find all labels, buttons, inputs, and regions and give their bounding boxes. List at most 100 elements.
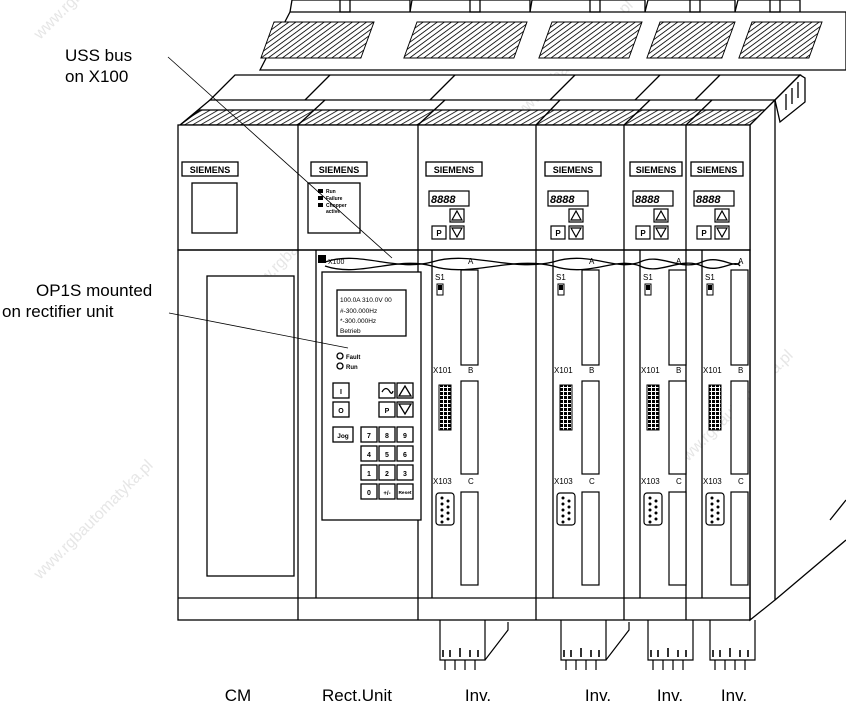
inverter-key-up — [714, 208, 730, 223]
op1s-keypad: I O P Jog 7 8 9 4 5 6 1 — [332, 382, 414, 500]
inverter-x101-connector — [559, 384, 573, 431]
brand-label-inv2: SIEMENS — [544, 161, 602, 177]
key-1[interactable] — [360, 464, 378, 481]
key-3-label: 3 — [403, 471, 407, 478]
sub-d-pin — [716, 517, 720, 521]
inverter-key-p — [696, 225, 712, 240]
module-label-inv-4: Inv. — [721, 686, 747, 705]
key-4-label: 4 — [367, 452, 371, 459]
sub-d-pin — [648, 496, 652, 500]
top-connector-row — [258, 0, 846, 71]
inverter-terminal-c-label: C — [676, 477, 682, 486]
sub-d-pin — [648, 502, 652, 506]
run-led — [336, 362, 344, 370]
sub-d-pin — [440, 520, 444, 524]
sub-d-pin — [446, 517, 450, 521]
inverter-x103-label: X103 — [554, 477, 573, 486]
inverter-key-down — [568, 225, 584, 240]
key-0[interactable] — [360, 483, 378, 500]
inverter-s1-switch-knob — [646, 285, 650, 290]
down-arrow-icon — [715, 227, 729, 239]
lcd-line-2: #-300.000Hz — [340, 308, 377, 315]
key-8-label: 8 — [385, 433, 389, 440]
inverter-x101-label: X101 — [641, 366, 660, 375]
inverter-x103-sub-d — [705, 492, 725, 526]
callout-uss-bus-line2: on X100 — [65, 67, 128, 86]
key-0-label: 0 — [367, 490, 371, 497]
key-up[interactable] — [396, 382, 414, 399]
key-7[interactable] — [360, 426, 378, 443]
key-8[interactable] — [378, 426, 396, 443]
inverter-slot-c — [581, 491, 600, 586]
inverter-terminal-legs — [565, 660, 597, 670]
sub-d-pin — [716, 511, 720, 515]
inverter-s1-switch-knob — [708, 285, 712, 290]
key-6-label: 6 — [403, 452, 407, 459]
key-jog-label: Jog — [337, 433, 349, 440]
key-3[interactable] — [396, 464, 414, 481]
callout-uss-bus-line1: USS bus — [65, 46, 132, 65]
sub-d-pin — [440, 496, 444, 500]
inverter-terminal-a-label: A — [676, 257, 682, 266]
inverter-key-up — [568, 208, 584, 223]
fault-led — [336, 352, 344, 360]
key-9[interactable] — [396, 426, 414, 443]
key-reset[interactable] — [396, 483, 414, 500]
op1s-lcd — [336, 289, 407, 337]
module-label-cm: CM — [225, 686, 251, 705]
inverter-display-digits: 8888 — [635, 194, 660, 206]
brand-label-cm: SIEMENS — [181, 161, 239, 177]
inverter-slot-a — [668, 269, 687, 366]
key-1-label: 1 — [367, 471, 371, 478]
module-name-labels: CM Rect.Unit Inv. Inv. Inv. Inv. — [225, 686, 747, 705]
inverter-s1-label: S1 — [705, 273, 715, 282]
inverter-terminal-a-label: A — [738, 257, 744, 266]
inverter-terminal-b-label: B — [738, 366, 743, 375]
key-down[interactable] — [396, 401, 414, 418]
key-2[interactable] — [378, 464, 396, 481]
callout-op1s-line2: on rectifier unit — [2, 302, 114, 321]
brand-label-inv4: SIEMENS — [690, 161, 744, 177]
watermark: www.rgbautomatyka.pl — [30, 0, 157, 44]
inverter-terminal-legs — [714, 660, 746, 670]
key-2-label: 2 — [385, 471, 389, 478]
inverter-terminal-block — [439, 620, 486, 661]
inverter-terminal-a-label: A — [468, 257, 474, 266]
inverter-key-p — [550, 225, 566, 240]
sub-d-pin — [567, 505, 571, 509]
inverter-x103-sub-d — [556, 492, 576, 526]
inverter-x103-sub-d — [643, 492, 663, 526]
inverter-display — [428, 190, 470, 207]
sub-d-pin — [567, 517, 571, 521]
brand-text: SIEMENS — [434, 165, 475, 175]
module-label-rect-unit: Rect.Unit — [322, 686, 392, 705]
key-5[interactable] — [378, 445, 396, 462]
key-p[interactable] — [378, 401, 396, 418]
module-label-inv-3: Inv. — [657, 686, 683, 705]
key-on[interactable] — [332, 382, 350, 399]
inverter-terminal-b-label: B — [589, 366, 594, 375]
sub-d-pin — [654, 499, 658, 503]
key-4[interactable] — [360, 445, 378, 462]
sub-d-pin — [561, 520, 565, 524]
sub-d-pin — [567, 499, 571, 503]
sub-d-pin — [446, 499, 450, 503]
key-plusminus[interactable] — [378, 483, 396, 500]
sub-d-pin — [716, 505, 720, 509]
key-reverse[interactable] — [378, 382, 396, 399]
key-7-label: 7 — [367, 433, 371, 440]
sub-d-pin — [710, 520, 714, 524]
sub-d-pin — [710, 502, 714, 506]
inverter-key-up — [653, 208, 669, 223]
inverter-terminal-cover — [484, 622, 509, 661]
inverter-display — [547, 190, 589, 207]
inverter-terminal-legs — [444, 660, 476, 670]
inverter-s1-switch-knob — [559, 285, 563, 290]
key-6[interactable] — [396, 445, 414, 462]
run-label: Run — [346, 365, 358, 371]
key-off[interactable] — [332, 401, 350, 418]
key-jog[interactable] — [332, 426, 354, 443]
sub-d-pin — [446, 505, 450, 509]
